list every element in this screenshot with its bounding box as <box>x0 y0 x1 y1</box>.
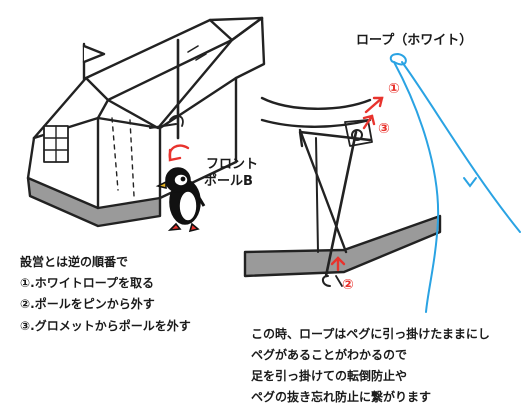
note-line: ペグの抜き忘れ防止に繋がります <box>251 390 432 404</box>
step-item: ②.ポールをピンから外す <box>20 297 155 311</box>
steps-heading: 設営とは逆の順番で <box>20 255 129 269</box>
rotate-arrow-icon <box>168 144 190 162</box>
pole-detail-illustration <box>243 96 442 287</box>
rope-illustration <box>389 52 521 313</box>
rope-label: ロープ（ホワイト） <box>356 33 473 48</box>
direction-arrow-icon <box>330 96 384 272</box>
penguin-mascot <box>155 167 206 233</box>
step-item: ③.グロメットからポールを外す <box>20 319 191 333</box>
note-line: 足を引っ掛けての転倒防止や <box>251 369 408 383</box>
marker-3: ③ <box>378 121 390 137</box>
pole-label-line-2: ポールB <box>204 174 253 189</box>
step-item: ①.ホワイトロープを取る <box>20 276 154 290</box>
note-line: この時、ロープはペグに引っ掛けたままにし <box>251 327 490 341</box>
marker-1: ① <box>388 81 400 97</box>
note-line: ペグがあることがわかるので <box>251 348 408 362</box>
marker-2: ② <box>342 277 354 293</box>
tent-illustration <box>26 16 266 228</box>
pole-label-line-1: フロント <box>206 157 259 172</box>
